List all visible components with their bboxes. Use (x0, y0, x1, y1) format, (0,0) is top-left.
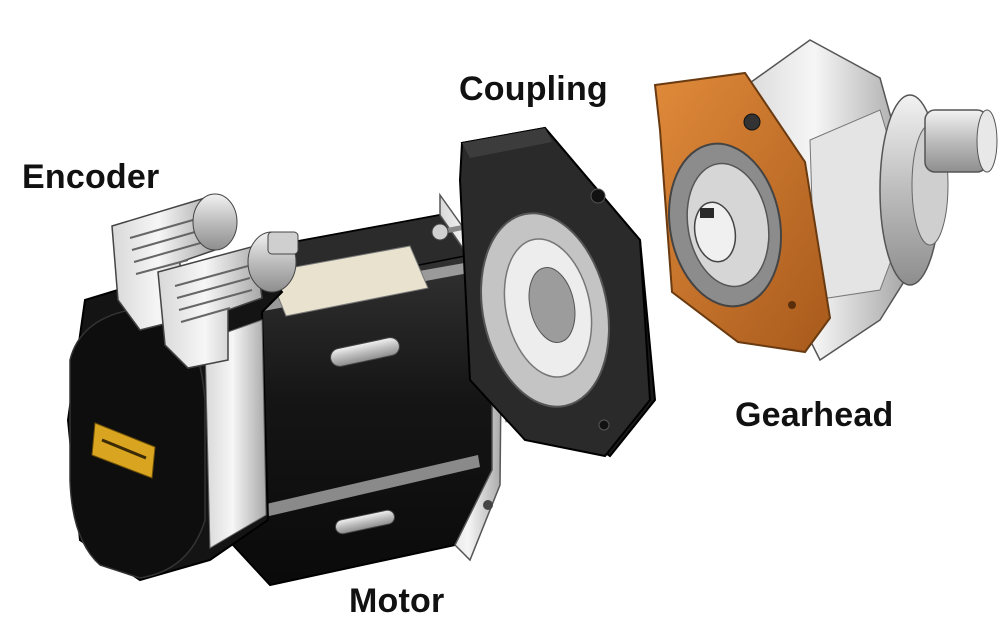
motor-band (262, 455, 480, 517)
connector-2-ribs (174, 265, 253, 323)
body-bolt (330, 337, 400, 367)
gearhead-label: Gearhead (735, 396, 894, 434)
motor-label: Motor (349, 582, 445, 620)
body-bolt (335, 509, 395, 535)
gearhead-bolt-hole (788, 301, 796, 309)
encoder-label: Encoder (22, 158, 160, 196)
connector-1-ribs (129, 217, 205, 275)
connector-nut (267, 231, 299, 255)
coupling-label: Coupling (459, 70, 608, 108)
gearhead (653, 39, 998, 362)
coupling-top-face (462, 128, 552, 158)
gearhead-clamp-slot (700, 208, 714, 218)
coupling-bore (528, 267, 576, 343)
mount-screw-head (431, 223, 449, 241)
coupling-hole (598, 419, 610, 431)
brand-badge-lettering (101, 438, 147, 460)
gearhead-shaft-end (976, 109, 998, 173)
gearhead-access-hole (743, 113, 761, 131)
encoder-connectors (111, 193, 299, 369)
brand-badge (91, 422, 156, 479)
flange-bolt-hole (483, 500, 493, 510)
coupling-hole (590, 188, 606, 204)
coupling (458, 126, 657, 458)
motor-nameplate (267, 245, 429, 317)
motor-side-panel (204, 319, 267, 549)
connector-1-cap (192, 193, 238, 251)
